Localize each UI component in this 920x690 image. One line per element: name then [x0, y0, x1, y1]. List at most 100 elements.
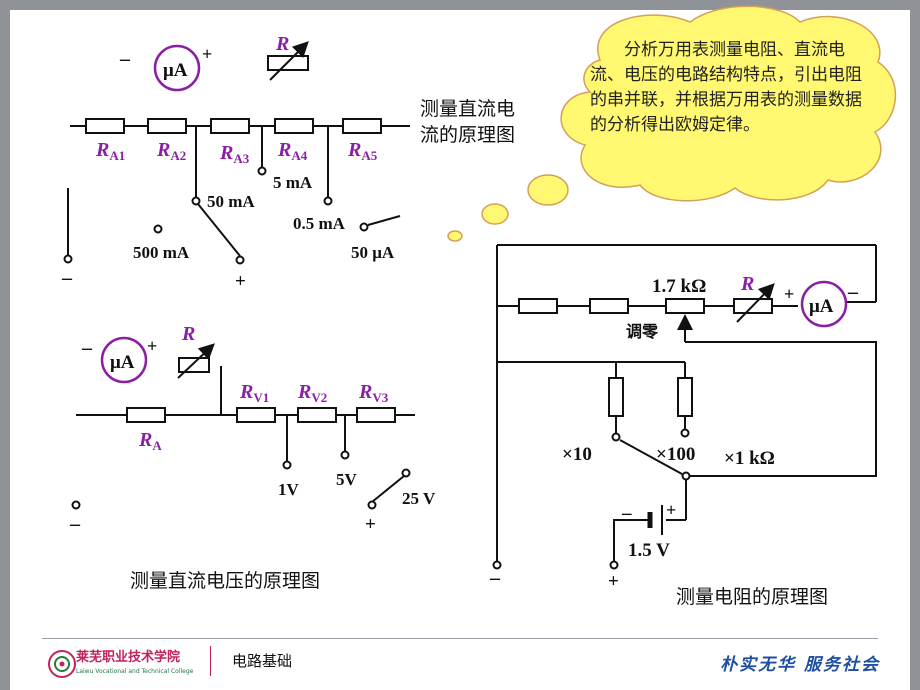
ohm-battery-minus-wire [613, 519, 650, 562]
resistor-rv1 [236, 407, 276, 423]
range-500ma: 500 mA [133, 243, 190, 262]
ohm-zero-adjust-label: 调零 [626, 322, 659, 341]
svg-text:RV2: RV2 [297, 381, 327, 405]
school-name: 莱芜职业技术学院 [76, 650, 181, 665]
ra-letter: R [138, 429, 152, 451]
ohm-shunt-10 [608, 377, 624, 417]
resistor-ra2 [147, 118, 187, 134]
range-1v: 1V [278, 480, 300, 499]
ra1-letter: R [95, 139, 109, 161]
ohm-range-x10: ×10 [562, 444, 592, 465]
current-rheostat-arrow [269, 41, 309, 81]
current-rheostat-label: R [275, 33, 289, 55]
voltage-caption: 测量直流电压的原理图 [130, 570, 321, 592]
rv2-subscript: V2 [311, 390, 327, 405]
ohm-terminal-plus: + [608, 571, 619, 592]
resistor-ra4 [274, 118, 314, 134]
rv3-subscript: V3 [372, 390, 388, 405]
ohm-terminal-minus: – [489, 567, 501, 589]
cloud-bubble-3 [447, 230, 463, 242]
battery-plus-sign: + [666, 500, 676, 520]
voltage-rheostat-label: R [181, 323, 195, 345]
top-frame [0, 0, 920, 10]
ra5-subscript: A5 [361, 148, 377, 163]
ohm-range-switch [619, 439, 683, 475]
ohm-range-x100: ×100 [656, 444, 695, 465]
voltage-meter-label: μA [110, 352, 135, 373]
ra4-subscript: A4 [291, 148, 307, 163]
resistor-rv2 [297, 407, 337, 423]
svg-text:RA3: RA3 [219, 142, 250, 166]
voltage-terminal-minus: – [69, 513, 81, 535]
ohm-circuit [492, 244, 877, 570]
ohm-caption: 测量电阻的原理图 [676, 586, 829, 608]
current-meter-label: μA [163, 60, 188, 81]
ra3-letter: R [219, 142, 233, 164]
ohm-resistor-1 [518, 298, 558, 314]
resistor-ra5 [342, 118, 382, 134]
voltage-switch-arm [371, 475, 405, 503]
svg-text:RA5: RA5 [347, 139, 378, 163]
ra-subscript: A [152, 438, 162, 453]
left-frame [0, 0, 10, 690]
school-name-en: Laiwu Vocational and Technical College [76, 668, 194, 675]
svg-text:RA4: RA4 [277, 139, 308, 163]
ohm-rheostat-arrow [736, 283, 775, 323]
resistor-rv3 [356, 407, 396, 423]
ohm-meter-minus: – [847, 281, 859, 303]
voltage-circuit [71, 336, 415, 510]
range-5v: 5V [336, 470, 358, 489]
voltage-terminal-plus: + [365, 514, 376, 535]
svg-text:RV3: RV3 [358, 381, 389, 405]
range-50ma: 50 mA [207, 192, 255, 211]
svg-text:RV1: RV1 [239, 381, 269, 405]
ra5-letter: R [347, 139, 361, 161]
current-meter-minus: – [119, 48, 131, 70]
current-meter-plus: + [202, 44, 212, 64]
voltage-rheostat-arrow [177, 343, 215, 379]
battery-voltage: 1.5 V [628, 540, 670, 561]
current-circuit [63, 41, 410, 265]
current-terminal-minus: – [61, 267, 73, 289]
current-range-switch [197, 203, 241, 257]
rv3-letter: R [358, 381, 372, 403]
course-title: 电路基础 [232, 652, 293, 670]
current-caption-line1: 测量直流电 [420, 98, 516, 120]
ohm-microammeter [800, 280, 848, 328]
thought-cloud [447, 5, 896, 242]
ohm-range-x1k: ×1 kΩ [724, 448, 775, 469]
svg-text:RA: RA [138, 429, 162, 453]
ohm-resistor-2 [589, 298, 629, 314]
ra2-subscript: A2 [170, 148, 186, 163]
cloud-bubble-2 [481, 203, 509, 225]
ohm-rheostat-label: R [740, 273, 754, 295]
footer-rule [42, 638, 878, 639]
ra1-subscript: A1 [109, 148, 125, 163]
resistor-ra1 [85, 118, 125, 134]
current-terminal-plus: + [235, 271, 246, 292]
ohm-shunt-100 [677, 377, 693, 417]
school-logo-icon [48, 650, 76, 678]
ra4-letter: R [277, 139, 291, 161]
ohm-pot-value: 1.7 kΩ [652, 276, 706, 297]
cloud-text: 分析万用表测量电阻、直流电流、电压的电路结构特点，引出电阻的串并联，并根据万用表… [590, 40, 862, 135]
voltage-microammeter [100, 336, 148, 384]
ohm-meter-label: μA [809, 296, 834, 317]
svg-text:RA1: RA1 [95, 139, 125, 163]
svg-text:RA2: RA2 [156, 139, 186, 163]
rv2-letter: R [297, 381, 311, 403]
ohm-wiper-loop [685, 341, 877, 477]
ohm-meter-plus: + [784, 284, 794, 304]
voltage-meter-minus: – [81, 337, 93, 359]
voltage-meter-plus: + [147, 336, 157, 356]
voltage-rheostat [178, 357, 210, 373]
resistor-ra3 [210, 118, 250, 134]
rv1-subscript: V1 [253, 390, 269, 405]
right-frame [910, 0, 920, 690]
range-25v: 25 V [402, 489, 436, 508]
ohm-zero-pot [665, 298, 705, 314]
resistor-ra [126, 407, 166, 423]
battery-minus-sign: – [621, 503, 632, 524]
